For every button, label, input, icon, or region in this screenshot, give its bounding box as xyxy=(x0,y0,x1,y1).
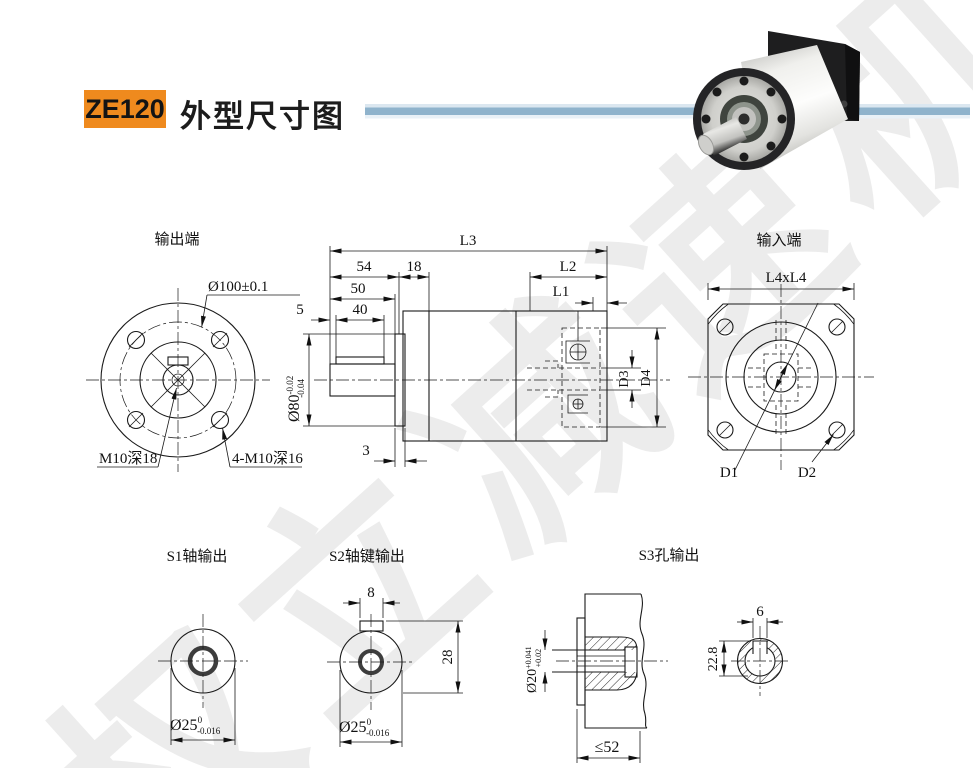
view-s2: S2轴键输出 8 28 Ø250-0.016 xyxy=(327,548,463,747)
photo-shaft xyxy=(703,117,747,156)
gearbox-photo xyxy=(693,31,860,170)
view-output-end: 输出端 Ø100±0.1 M10深18 4-M10深1 xyxy=(86,231,303,472)
flange-taps-dim: 4-M10深16 xyxy=(232,450,303,467)
shaft-key xyxy=(335,356,385,365)
view-input-end: 输入端 xyxy=(688,232,874,481)
input-coupling-hidden xyxy=(748,320,814,434)
s3-keyway-height-dim: 22.8 xyxy=(706,647,721,672)
dim-5: 5 xyxy=(296,302,304,318)
svg-text:Ø20+0.041+0.02: Ø20+0.041+0.02 xyxy=(524,646,543,693)
s3-max-depth-dim: ≤52 xyxy=(595,739,620,756)
dim-l2: L2 xyxy=(560,259,577,275)
photo-shaft-end xyxy=(697,134,715,156)
photo-hub-center xyxy=(738,113,750,125)
dim-18: 18 xyxy=(407,259,422,275)
view-s1: S1轴输出 Ø250-0.016 xyxy=(158,548,248,745)
s1-label: S1轴输出 xyxy=(167,548,228,565)
dim-l3: L3 xyxy=(460,233,477,249)
page-title: 外型尺寸图 xyxy=(180,99,345,134)
dim-l1: L1 xyxy=(553,284,570,300)
s3-bore-dim: Ø20+0.041+0.02 xyxy=(524,646,543,693)
s1-dia-dim: Ø250-0.016 xyxy=(170,715,221,736)
s2-dia-dim: Ø250-0.016 xyxy=(339,717,390,738)
s3-keyway-width-dim: 6 xyxy=(756,604,764,620)
photo-bolt-holes xyxy=(701,76,787,162)
view-s3-end: 6 22.8 xyxy=(706,604,789,696)
output-end-label: 输出端 xyxy=(154,231,199,248)
dim-d4: D4 xyxy=(639,369,654,386)
model-code: ZE120 xyxy=(85,93,165,124)
dim-54: 54 xyxy=(357,259,373,275)
output-bolt-holes xyxy=(126,330,230,430)
dim-3: 3 xyxy=(362,443,370,459)
svg-text:D4: D4 xyxy=(639,369,654,386)
header-rule xyxy=(365,104,970,119)
model-badge: ZE120 xyxy=(84,90,166,128)
bolt-circle-dim: Ø100±0.1 xyxy=(208,279,268,295)
s3-label: S3孔输出 xyxy=(639,547,700,564)
view-s3-section: S3孔输出 Ø20+0.041+0.02 ≤52 xyxy=(524,547,699,763)
dim-pilot-dia: Ø80-0.02-0.04 xyxy=(285,376,306,422)
svg-text:22.8: 22.8 xyxy=(706,647,721,672)
svg-text:D3: D3 xyxy=(617,370,632,387)
s3-keyway xyxy=(753,641,767,654)
view-side: L3 54 18 L2 L1 50 40 5 3 Ø80-0.02-0.04 D… xyxy=(285,233,670,467)
dim-d2: D2 xyxy=(798,465,816,481)
dim-d1: D1 xyxy=(720,465,738,481)
input-end-label: 输入端 xyxy=(756,232,801,249)
photo-rear-flange-side xyxy=(845,44,860,121)
svg-text:Ø80-0.02-0.04: Ø80-0.02-0.04 xyxy=(285,376,306,422)
dim-l4: L4xL4 xyxy=(766,270,807,286)
center-tap-dim: M10深18 xyxy=(99,450,157,467)
s2-height-dim: 28 xyxy=(440,650,456,665)
svg-text:28: 28 xyxy=(440,650,456,665)
dim-d3: D3 xyxy=(617,370,632,387)
s2-key-width-dim: 8 xyxy=(367,585,375,601)
dim-40: 40 xyxy=(353,302,368,318)
dim-50: 50 xyxy=(351,281,366,297)
input-bolt-holes xyxy=(716,318,846,439)
s2-label: S2轴键输出 xyxy=(329,548,405,565)
